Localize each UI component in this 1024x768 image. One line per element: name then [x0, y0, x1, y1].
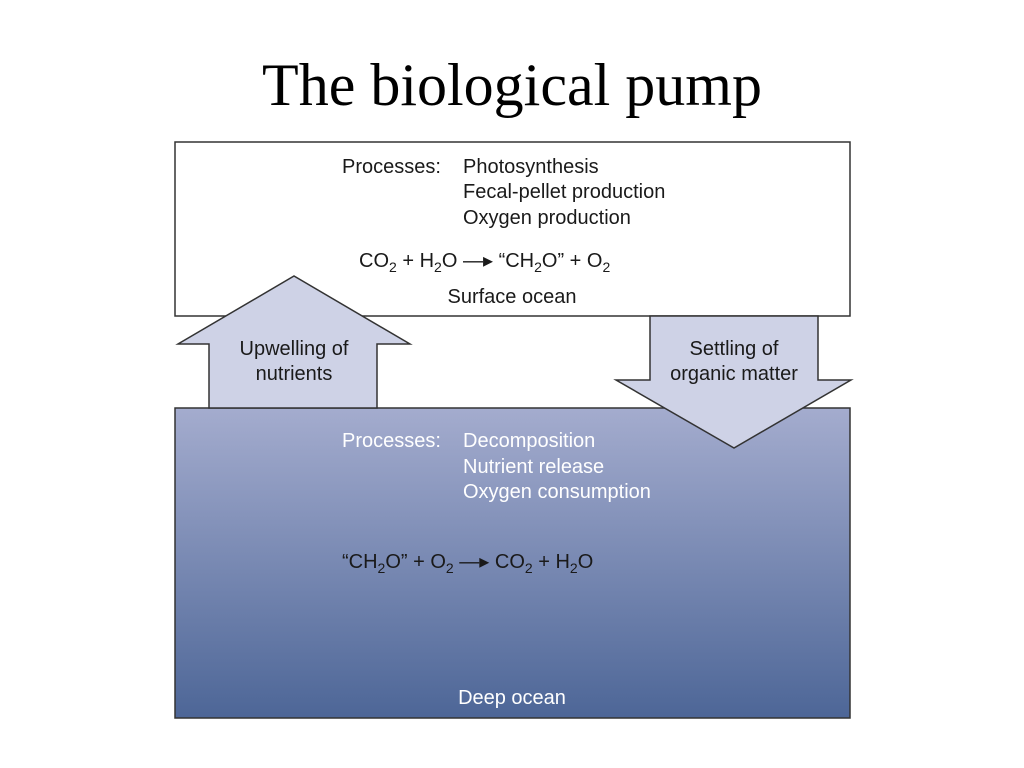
deep-ocean-box: [174, 407, 851, 719]
upwelling-label-line: nutrients: [256, 363, 333, 385]
settling-label-line: organic matter: [670, 363, 798, 385]
surface-equation: CO2​ + H2O —▸ “CH2O” + O2​: [359, 250, 610, 275]
surface-ocean-label: Surface ocean: [448, 286, 577, 308]
deep-processes-label: Processes:: [342, 430, 441, 452]
settling-arrow: [613, 315, 854, 449]
deep-processes: Processes: Decomposition Nutrient releas…: [342, 430, 651, 503]
deep-ocean-label: Deep ocean: [458, 687, 566, 709]
deep-equation: “CH2O” + O2​ —▸ CO2​ + H2O: [342, 551, 593, 576]
surface-processes: Processes: Photosynthesis Fecal-pellet p…: [342, 156, 665, 229]
deep-process-item: Nutrient release: [463, 456, 604, 478]
settling-label-line: Settling of: [690, 338, 779, 360]
upwelling-label-line: Upwelling of: [240, 338, 349, 360]
surface-process-item: Oxygen production: [463, 207, 631, 229]
surface-process-item: Fecal-pellet production: [463, 181, 665, 203]
deep-process-item: Oxygen consumption: [463, 481, 651, 503]
equation-text: CO2​ + H2O —▸ “CH2O” + O2​: [359, 250, 610, 275]
upwelling-arrow: [175, 275, 413, 409]
deep-process-item: Decomposition: [463, 430, 595, 452]
equation-text: “CH2O” + O2​ —▸ CO2​ + H2O: [342, 551, 593, 576]
surface-processes-label: Processes:: [342, 156, 441, 178]
slide-title: The biological pump: [262, 52, 762, 118]
surface-process-item: Photosynthesis: [463, 156, 599, 178]
